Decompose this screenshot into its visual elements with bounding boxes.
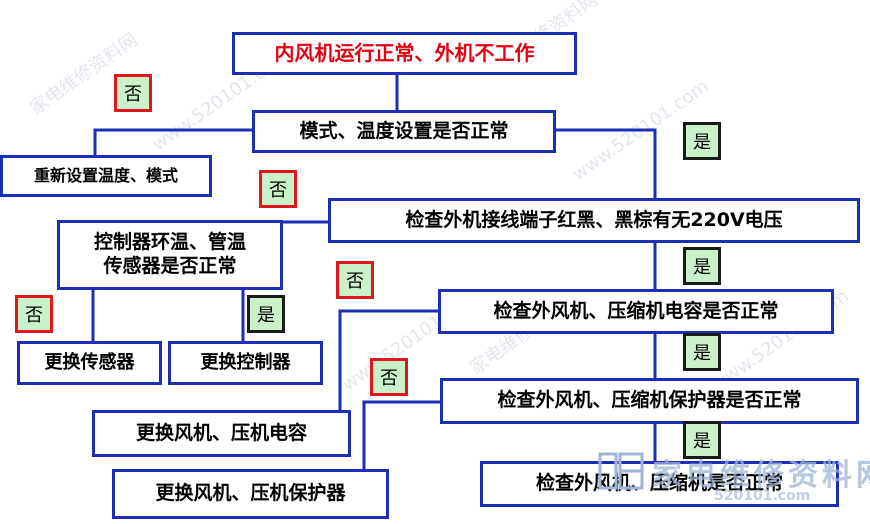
site-logo: 家电维修资料网 520101.com <box>596 448 870 518</box>
node-replace-capacitor-text: 更换风机、压机电容 <box>135 421 307 444</box>
badge-yes-capacitor: 是 <box>683 333 721 371</box>
connector-mode-terminal <box>556 128 657 200</box>
node-motor-check-text: 检查外风机、压缩机是否正常 <box>535 472 783 495</box>
badge-no-capacitor: 否 <box>336 261 374 299</box>
node-motor-check: 检查外风机、压缩机是否正常 <box>480 461 839 507</box>
node-replace-protector-text: 更换风机、压机保护器 <box>155 482 346 505</box>
badge-no-protector: 否 <box>370 358 408 396</box>
node-mode-check: 模式、温度设置是否正常 <box>252 110 556 153</box>
node-start-text: 内风机运行正常、外机不工作 <box>274 41 535 65</box>
node-mode-check-text: 模式、温度设置是否正常 <box>299 119 509 142</box>
node-replace-sensor: 更换传感器 <box>17 341 162 385</box>
node-reset-mode-text: 重新设置温度、模式 <box>33 166 178 185</box>
logo-url: 520101.com <box>714 488 811 504</box>
node-sensor-check-line2: 传感器是否正常 <box>103 255 237 277</box>
node-reset-mode: 重新设置温度、模式 <box>0 155 212 197</box>
node-terminal-check: 检查外机接线端子红黑、黑棕有无220V电压 <box>328 198 860 243</box>
node-start: 内风机运行正常、外机不工作 <box>232 32 577 75</box>
connector-protector-replace <box>362 400 440 470</box>
logo-emblem-icon <box>598 452 644 490</box>
node-sensor-check: 控制器环温、管温 传感器是否正常 <box>57 220 283 290</box>
badge-no-sensor: 否 <box>15 295 53 333</box>
node-replace-sensor-text: 更换传感器 <box>44 351 135 373</box>
node-replace-controller-text: 更换控制器 <box>200 351 291 373</box>
node-terminal-check-text: 检查外机接线端子红黑、黑棕有无220V电压 <box>405 208 783 231</box>
badge-yes-protector: 是 <box>683 421 721 459</box>
logo-text: 家电维修资料网 <box>652 458 870 493</box>
connector-capacitor-replace <box>338 309 438 412</box>
node-replace-protector: 更换风机、压机保护器 <box>112 469 389 519</box>
node-capacitor-check: 检查外风机、压缩机电容是否正常 <box>438 289 834 334</box>
node-replace-controller: 更换控制器 <box>168 341 323 385</box>
node-protector-check-text: 检查外风机、压缩机保护器是否正常 <box>497 389 802 412</box>
badge-yes-terminal: 是 <box>683 247 721 285</box>
node-sensor-check-line1: 控制器环温、管温 <box>93 231 246 254</box>
node-protector-check: 检查外风机、压缩机保护器是否正常 <box>440 378 859 424</box>
badge-yes-mode: 是 <box>683 122 721 160</box>
badge-no-terminal: 否 <box>259 170 297 208</box>
connector-mode-reset <box>93 128 252 157</box>
badge-yes-sensor: 是 <box>247 295 285 333</box>
node-replace-capacitor: 更换风机、压机电容 <box>92 410 351 457</box>
node-capacitor-check-text: 检查外风机、压缩机电容是否正常 <box>493 299 779 322</box>
badge-no-mode: 否 <box>114 74 152 112</box>
